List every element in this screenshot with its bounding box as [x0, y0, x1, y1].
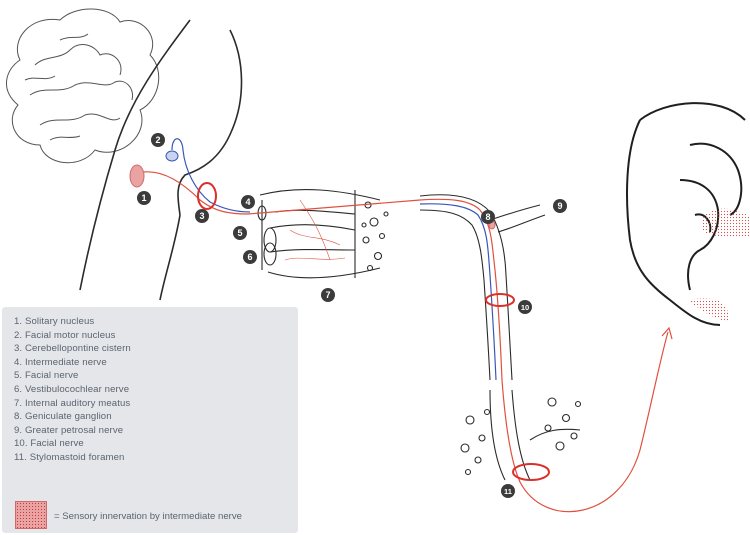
marker-9: 9 [553, 199, 567, 213]
svg-text:4: 4 [245, 197, 250, 207]
sensory-arrowhead [661, 326, 673, 340]
legend-item: 5. Facial nerve [14, 370, 79, 382]
legend-item: 2. Facial motor nucleus [14, 329, 116, 341]
chorda-line [501, 379, 521, 483]
svg-text:7: 7 [325, 290, 330, 300]
svg-text:3: 3 [199, 211, 204, 221]
svg-text:8: 8 [485, 212, 490, 222]
marker-2: 2 [151, 133, 165, 147]
ear-sketch [626, 102, 746, 326]
legend-panel: 1. Solitary nucleus 2. Facial motor nucl… [2, 307, 298, 533]
svg-text:1: 1 [141, 193, 146, 203]
marker-6: 6 [243, 250, 257, 264]
legend-item: 9. Greater petrosal nerve [14, 424, 124, 436]
sensory-swatch [15, 501, 47, 529]
sensory-arrow [519, 331, 669, 513]
legend-item: 3. Cerebellopontine cistern [14, 343, 131, 355]
svg-text:6: 6 [247, 252, 252, 262]
legend-item: 4. Intermediate nerve [14, 356, 107, 368]
marker-4: 4 [241, 195, 255, 209]
legend-item: 8. Geniculate ganglion [14, 411, 112, 423]
cerebellum-sketch [6, 8, 160, 164]
brainstem-outline [79, 19, 243, 301]
ear-sensory-area-concha [701, 208, 750, 238]
stylomastoid-ring [512, 463, 550, 481]
svg-text:2: 2 [155, 135, 160, 145]
marker-8: 8 [481, 210, 495, 224]
legend-list: 1. Solitary nucleus 2. Facial motor nucl… [14, 315, 131, 465]
legend-item: 6. Vestibulocochlear nerve [14, 383, 130, 395]
svg-text:9: 9 [557, 201, 562, 211]
marker-1: 1 [137, 191, 151, 205]
nerve-fibers-proximal [143, 138, 251, 215]
marker-11: 11 [501, 484, 515, 498]
marker-5: 5 [233, 226, 247, 240]
internal-auditory-meatus [257, 189, 389, 279]
svg-text:5: 5 [237, 228, 242, 238]
cistern-ring [197, 182, 217, 210]
sensory-swatch-label: = Sensory innervation by intermediate ne… [54, 511, 242, 522]
legend-item: 7. Internal auditory meatus [14, 397, 131, 409]
marker-7: 7 [321, 288, 335, 302]
nerve-fibers-distal [247, 198, 503, 381]
marker-10: 10 [518, 300, 532, 314]
facial-nerve-ring [485, 293, 515, 307]
legend-item: 1. Solitary nucleus [14, 316, 95, 327]
svg-text:11: 11 [504, 487, 512, 496]
marker-3: 3 [195, 209, 209, 223]
stylomastoid-region [460, 389, 582, 481]
legend-item: 10. Facial nerve [14, 438, 84, 450]
legend-item: 11. Stylomastoid foramen [14, 451, 125, 463]
ear-sensory-area-lobe [688, 298, 729, 322]
facial-motor-nucleus [165, 150, 179, 162]
svg-text:10: 10 [521, 303, 529, 312]
solitary-nucleus [129, 164, 145, 188]
